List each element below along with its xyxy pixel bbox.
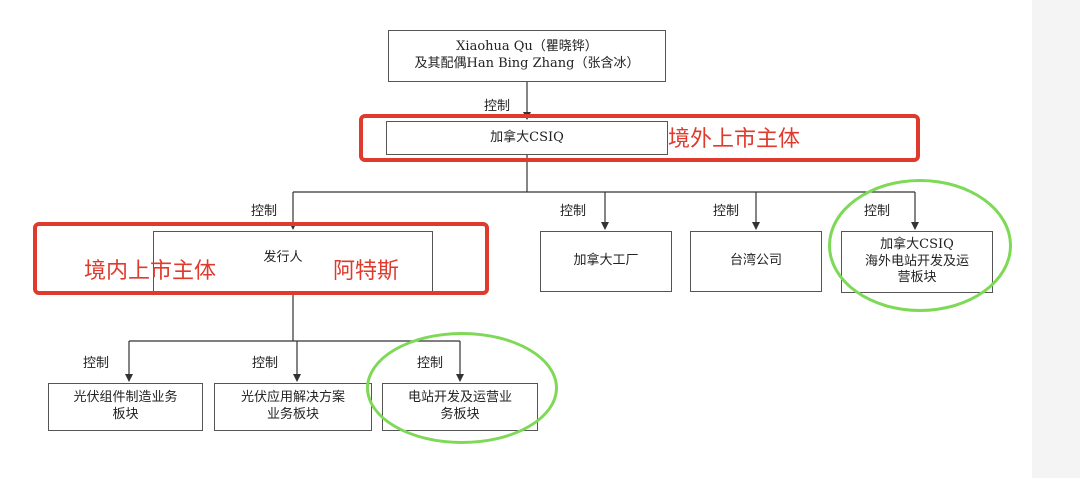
node-controller-line2: 及其配偶Han Bing Zhang（张含冰） xyxy=(414,56,640,71)
node-pv-solution-line1: 光伏应用解决方案 xyxy=(240,390,345,406)
overseas-listed-highlight xyxy=(359,114,920,162)
node-csiq-label: 加拿大CSIQ xyxy=(490,129,564,145)
node-taiwan-company: 台湾公司 xyxy=(690,231,822,292)
edge-label-issuer: 控制 xyxy=(251,204,278,219)
node-pv-solution: 光伏应用解决方案 业务板块 xyxy=(214,383,372,431)
domestic-listed-label: 境内上市主体 xyxy=(84,259,217,284)
node-issuer: 发行人 xyxy=(153,231,433,292)
edge-label-canada-factory: 控制 xyxy=(560,204,587,219)
node-canada-factory: 加拿大工厂 xyxy=(540,231,672,292)
edge-label-controller-csiq: 控制 xyxy=(484,99,511,114)
page-edge-strip xyxy=(1032,0,1080,478)
node-controller-line1: Xiaohua Qu（瞿晓铧） xyxy=(456,39,598,55)
node-csiq: 加拿大CSIQ xyxy=(386,121,668,155)
node-pv-solution-line2: 业务板块 xyxy=(266,407,319,422)
node-controller: Xiaohua Qu（瞿晓铧） 及其配偶Han Bing Zhang（张含冰） xyxy=(388,30,666,82)
domestic-listed-highlight xyxy=(33,222,489,295)
node-canada-factory-label: 加拿大工厂 xyxy=(573,253,639,269)
overseas-station-highlight xyxy=(828,179,1012,312)
node-pv-module-line1: 光伏组件制造业务 xyxy=(73,390,178,406)
edge-label-pv-module: 控制 xyxy=(83,356,110,371)
node-issuer-label: 发行人 xyxy=(263,250,303,266)
atlas-label: 阿特斯 xyxy=(333,259,400,284)
edge-label-taiwan: 控制 xyxy=(713,204,740,219)
node-pv-module: 光伏组件制造业务 板块 xyxy=(48,383,203,431)
edge-label-pv-solution: 控制 xyxy=(252,356,279,371)
overseas-listed-label: 境外上市主体 xyxy=(668,127,801,152)
node-taiwan-company-label: 台湾公司 xyxy=(729,253,782,269)
station-dev-highlight xyxy=(366,332,558,444)
node-pv-module-line2: 板块 xyxy=(112,407,139,422)
